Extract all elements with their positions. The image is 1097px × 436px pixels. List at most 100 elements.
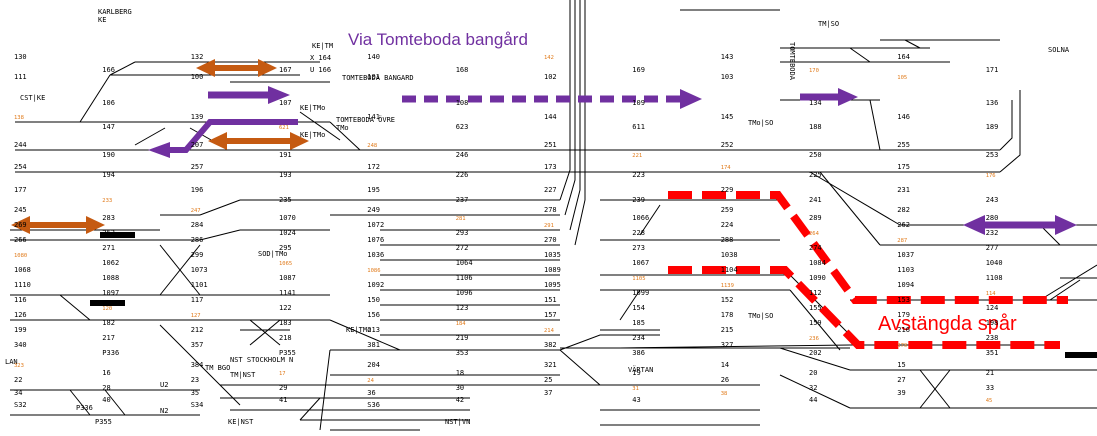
track-number: 132 <box>191 53 204 61</box>
arrow-right-icon <box>290 132 309 150</box>
track-number: 1067 <box>632 259 649 267</box>
track-number: 17 <box>279 371 286 377</box>
track-number: 1072 <box>367 221 384 229</box>
track-number: 123 <box>456 304 469 312</box>
track-number: 182 <box>102 319 115 327</box>
track-number: 1062 <box>102 259 119 267</box>
track-number: 183 <box>279 319 292 327</box>
track-number: 288 <box>721 236 734 244</box>
track-number: 30 <box>456 384 464 392</box>
track-number: 269 <box>14 221 27 229</box>
track-number: 218 <box>279 334 292 342</box>
track-number: 25 <box>544 376 552 384</box>
track-number: 38 <box>721 391 728 397</box>
track-number: 217 <box>102 334 115 342</box>
track-number: 231 <box>897 186 910 194</box>
track-number: 144 <box>544 113 557 121</box>
track-number: 191 <box>279 151 292 159</box>
track-number: 299 <box>191 251 204 259</box>
track-number: 196 <box>191 186 204 194</box>
track-number: 195 <box>367 186 380 194</box>
track-number: 117 <box>191 296 204 304</box>
track-number: 621 <box>279 125 289 131</box>
track-number: 254 <box>14 163 27 171</box>
track-number: 45 <box>986 398 993 404</box>
track-number: 286 <box>191 236 204 244</box>
track-number: 174 <box>721 165 732 171</box>
track-number: 214 <box>544 328 555 334</box>
track-number: 124 <box>986 304 999 312</box>
track-number: 138 <box>14 115 24 121</box>
track-number: 282 <box>897 206 910 214</box>
closed-tracks <box>668 191 1068 349</box>
arrow-left-icon <box>963 215 985 235</box>
track-number: 277 <box>986 244 999 252</box>
track-number: 184 <box>456 321 467 327</box>
track-number: 155 <box>809 304 822 312</box>
track-number: 178 <box>721 311 734 319</box>
arrow-left-icon <box>196 59 215 77</box>
track-number: 238 <box>986 334 999 342</box>
track-number: 1099 <box>632 289 649 297</box>
label-tm-bgo: TM BGO <box>205 364 230 372</box>
track-number: 1084 <box>809 259 826 267</box>
label-n2: N2 <box>160 407 168 415</box>
arrow-right-icon <box>680 89 702 109</box>
label-lan: LAN <box>5 358 18 366</box>
label-tmo-so-2: TMo|SO <box>748 312 773 320</box>
track-number: 1104 <box>721 266 738 274</box>
track-number: 228 <box>632 229 645 237</box>
track-number: 152 <box>721 296 734 304</box>
label-sod-tmo: SOD|TMo <box>258 250 288 258</box>
label-nst-stockholm: NST STOCKHOLM N <box>230 356 293 364</box>
track-number: 105 <box>897 75 907 81</box>
label-tomteboda-vertical: TOMTEBODA <box>788 42 796 81</box>
track-number: 236 <box>809 336 819 342</box>
track-number: 357 <box>191 341 204 349</box>
track-number: 43 <box>632 396 640 404</box>
track-number: 1106 <box>456 274 473 282</box>
track-number: 114 <box>986 291 997 297</box>
track-number: S34 <box>191 401 204 409</box>
track-number: 173 <box>544 163 557 171</box>
track-number: 234 <box>632 334 645 342</box>
track-number: 15 <box>897 361 905 369</box>
track-number: 353 <box>456 349 469 357</box>
label-tomteboda-ovre: TOMTEBODA ÖVRE <box>336 115 395 124</box>
track-number: 36 <box>367 389 375 397</box>
track-number: 41 <box>279 396 287 404</box>
track-number: 1076 <box>367 236 384 244</box>
track-number: 21 <box>986 369 994 377</box>
track-number: 386 <box>632 349 645 357</box>
track-number: 120 <box>102 306 112 312</box>
track-number: 1035 <box>544 251 561 259</box>
track-number: 140 <box>367 53 380 61</box>
track-number: 271 <box>102 244 115 252</box>
track-number: 1139 <box>721 283 734 289</box>
track-number: 235 <box>279 196 292 204</box>
track-number: 100 <box>191 73 204 81</box>
label-ke: KE <box>98 16 106 24</box>
track-number: 327 <box>721 341 734 349</box>
label-vartan: VÄRTAN <box>628 365 653 374</box>
track-number: 246 <box>456 151 469 159</box>
track-number: 252 <box>721 141 734 149</box>
track-number: 150 <box>367 296 380 304</box>
track-number: 1094 <box>897 281 914 289</box>
track-number: 1038 <box>721 251 738 259</box>
track-number: 215 <box>721 326 734 334</box>
track-number: 207 <box>191 141 204 149</box>
track-number: 1066 <box>632 214 649 222</box>
label-p336: P336 <box>76 404 93 412</box>
track-number: 1092 <box>367 281 384 289</box>
station-labels: KARLBERG KE CST|KE KE|TM KE|TMo KE|TMo T… <box>5 8 1070 426</box>
track-number: 321 <box>544 361 557 369</box>
track-number: 175 <box>897 163 910 171</box>
track-number: 153 <box>897 296 910 304</box>
track-number: 295 <box>279 244 292 252</box>
track-number: 14 <box>721 361 729 369</box>
track-number: 1095 <box>544 281 561 289</box>
track-number: 272 <box>456 244 469 252</box>
track-number: 239 <box>632 196 645 204</box>
track-number: 172 <box>367 163 380 171</box>
